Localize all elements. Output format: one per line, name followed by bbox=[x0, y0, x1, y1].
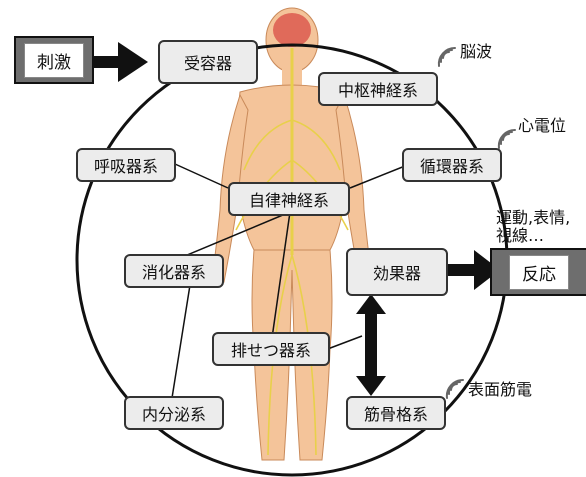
cns-box: 中枢神経系 bbox=[318, 72, 438, 106]
stimulus-label: 刺激 bbox=[24, 43, 84, 78]
effector-box: 効果器 bbox=[346, 248, 448, 296]
behavior-label-line2: 視線… bbox=[496, 222, 544, 246]
brainwave-label: 脳波 bbox=[460, 38, 492, 62]
receptor-box: 受容器 bbox=[158, 40, 258, 84]
circulatory-box: 循環器系 bbox=[402, 148, 502, 182]
response-label: 反応 bbox=[509, 255, 569, 290]
respiratory-box: 呼吸器系 bbox=[76, 148, 176, 182]
emg-label: 表面筋電 bbox=[468, 376, 532, 400]
effector-muscle-double-arrow-icon bbox=[356, 294, 386, 396]
autonomic-box: 自律神経系 bbox=[228, 182, 350, 216]
excretory-box: 排せつ器系 bbox=[212, 332, 330, 366]
endocrine-box: 内分泌系 bbox=[124, 396, 224, 430]
ecg-label: 心電位 bbox=[518, 112, 566, 136]
brain-icon bbox=[273, 13, 311, 47]
brainwave-signal-icon bbox=[439, 48, 455, 66]
stimulus-box: 刺激 bbox=[14, 36, 94, 84]
ecg-signal-icon bbox=[499, 130, 515, 148]
stimulus-arrow-icon bbox=[92, 42, 148, 82]
musculoskeletal-box: 筋骨格系 bbox=[346, 396, 446, 430]
response-box: 反応 bbox=[490, 248, 586, 296]
digestive-box: 消化器系 bbox=[124, 254, 224, 288]
